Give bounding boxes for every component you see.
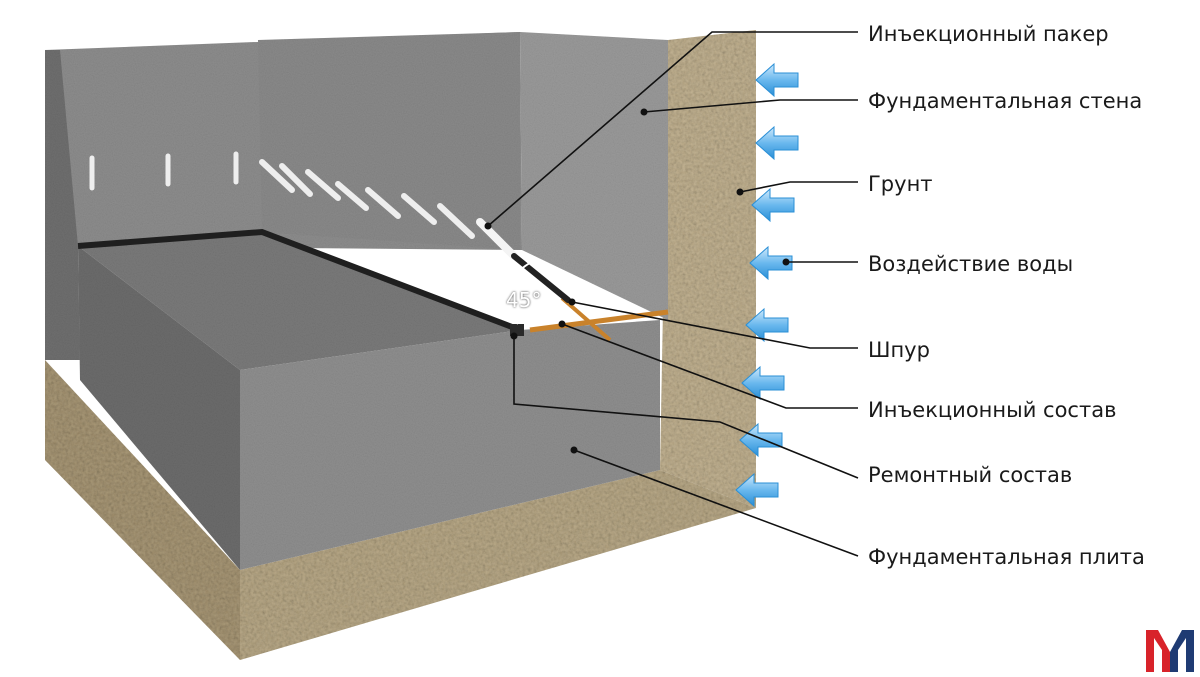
label-drill-hole: Шпур — [868, 338, 930, 362]
angle-arc — [507, 261, 533, 325]
label-repair-compound: Ремонтный состав — [868, 463, 1073, 487]
leader-slab — [573, 449, 859, 557]
angle-label: 45° — [506, 288, 542, 312]
water-arrow-icon — [749, 245, 793, 281]
label-foundation-slab: Фундаментальная плита — [868, 545, 1145, 569]
water-arrow-icon — [755, 62, 799, 98]
injection-compound-branch — [560, 296, 612, 342]
leader-dots — [484, 108, 790, 454]
repair-compound-seam — [77, 228, 522, 333]
leader-wall — [643, 99, 858, 113]
label-soil: Грунт — [868, 172, 933, 196]
injection-compound-line — [529, 309, 669, 333]
label-injection-packer: Инъекционный пакер — [868, 22, 1109, 46]
label-foundation-wall: Фундаментальная стена — [868, 89, 1143, 113]
leader-injection — [561, 323, 858, 409]
leader-soil — [739, 181, 858, 193]
water-arrow-icon — [751, 187, 795, 223]
water-arrow-icon — [755, 125, 799, 161]
soil-layer — [45, 30, 756, 660]
water-arrow-icon — [735, 472, 779, 508]
logo-icon — [1146, 630, 1194, 672]
leader-lines — [487, 31, 859, 557]
foundation-slab — [78, 232, 660, 570]
packers — [89, 151, 571, 303]
label-injection-compound: Инъекционный состав — [868, 398, 1117, 422]
leader-hole — [571, 301, 858, 349]
water-arrow-icon — [739, 422, 783, 458]
label-water-impact: Воздействие воды — [868, 252, 1074, 276]
leader-repair — [513, 336, 859, 479]
leader-packer — [487, 31, 858, 227]
water-arrows — [735, 62, 799, 508]
